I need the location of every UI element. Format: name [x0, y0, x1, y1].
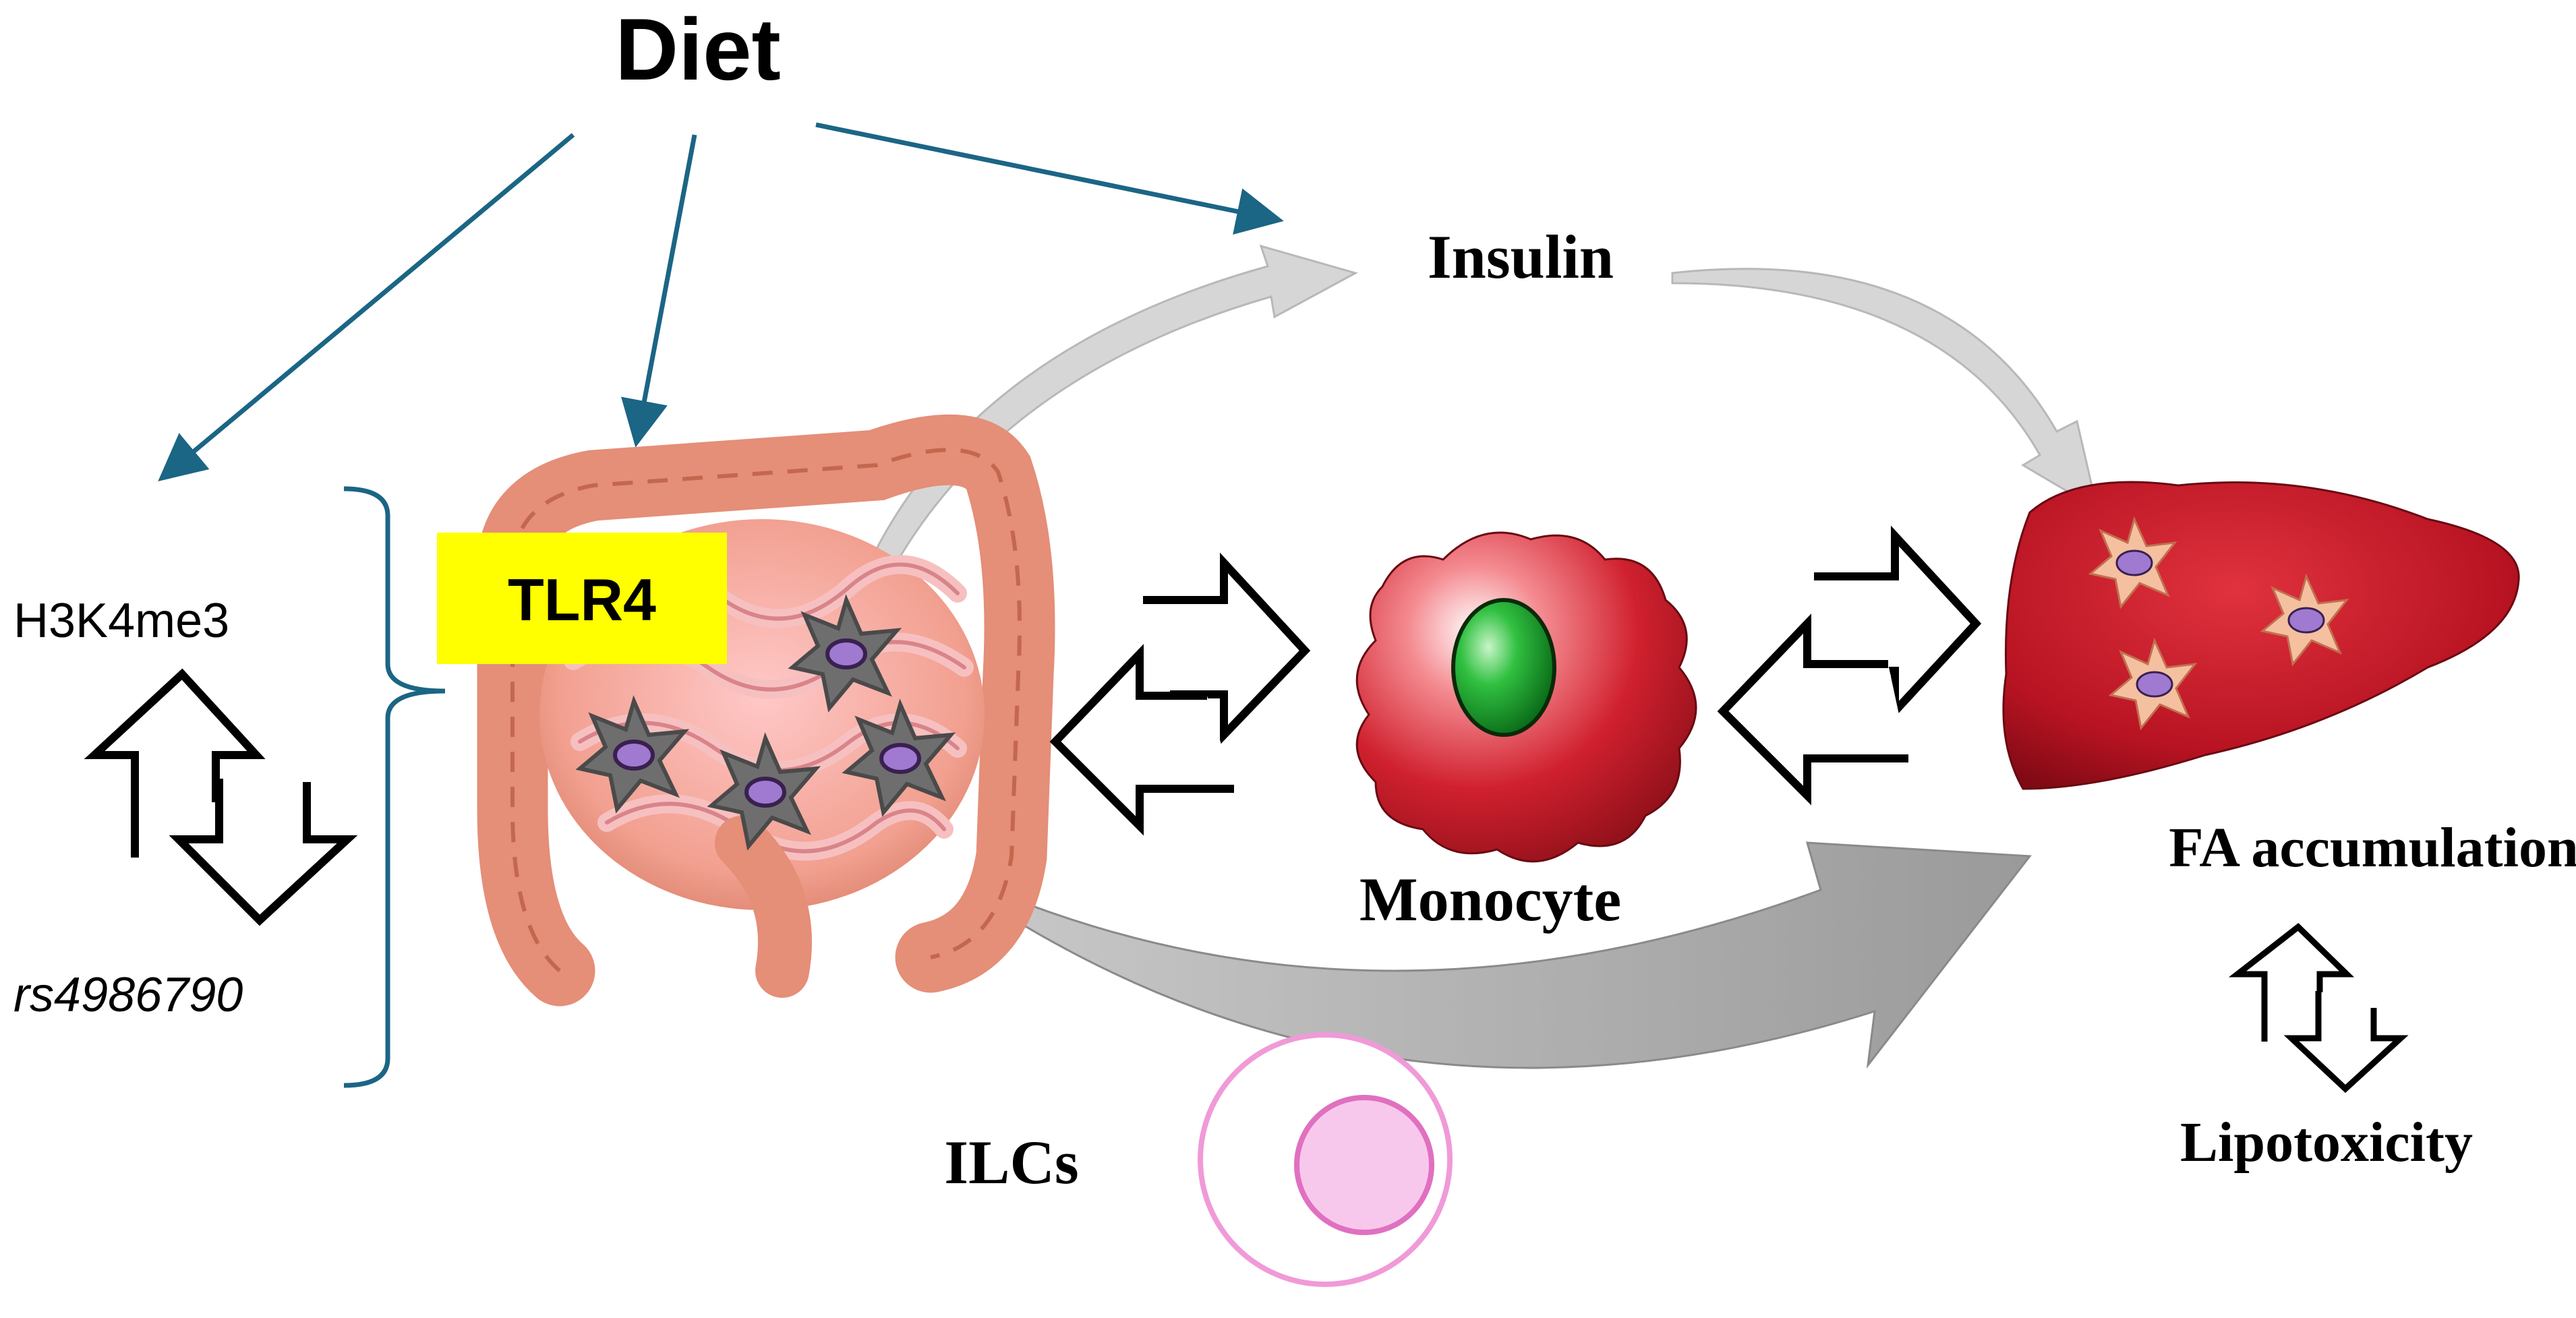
insulin-to-liver-flow	[1671, 268, 2099, 512]
lipotoxicity-exchange-arrows	[2228, 923, 2409, 1094]
liver-icon	[2002, 481, 2520, 790]
lipotoxicity-label: Lipotoxicity	[2180, 1111, 2473, 1174]
ilcs-label: ILCs	[944, 1128, 1078, 1197]
h3k4me3-label: H3K4me3	[13, 594, 229, 648]
liver-cell-3	[2108, 637, 2198, 731]
rs4986790-label: rs4986790	[13, 968, 243, 1022]
intestine-to-liver-flow	[975, 841, 2032, 1069]
intestine-icon	[477, 414, 1055, 1007]
monocyte-liver-exchange	[1717, 525, 1982, 806]
gut-cell-4	[842, 698, 956, 817]
gut-cell-2	[575, 695, 690, 814]
bracket	[343, 486, 446, 1088]
diet-label: Diet	[615, 0, 781, 98]
liver-cell-2	[2260, 573, 2349, 667]
monocyte-icon	[1355, 531, 1697, 863]
gut-cell-3	[707, 732, 821, 851]
tlr4-label: TLR4	[508, 566, 656, 633]
down-arrow-icon	[169, 779, 358, 926]
diet-to-insulin-arrow	[815, 122, 1284, 235]
monocyte-nucleus	[1451, 598, 1556, 737]
up-arrow-icon	[84, 668, 266, 858]
monocyte-label: Monocyte	[1359, 865, 1621, 934]
diet-to-epigenetics-arrow	[158, 133, 575, 481]
insulin-label: Insulin	[1428, 222, 1614, 291]
fa-accumulation-label: FA accumulation	[2169, 816, 2576, 879]
ilc-icon	[1198, 1032, 1453, 1287]
diet-to-intestine-arrow	[621, 134, 697, 448]
up-arrow-icon	[2228, 923, 2355, 1042]
intestine-monocyte-exchange	[1049, 552, 1311, 836]
liver-cell-1	[2088, 516, 2177, 609]
tlr4-box	[437, 533, 727, 664]
left-arrow-icon	[1717, 613, 1908, 806]
down-arrow-icon	[2283, 991, 2409, 1094]
diet-arrows	[158, 122, 1284, 481]
gut-cell-1	[788, 594, 902, 713]
epigenetic-exchange-arrows	[84, 668, 358, 926]
gut-immune-cells	[575, 594, 956, 851]
left-arrow-icon	[1049, 644, 1234, 836]
